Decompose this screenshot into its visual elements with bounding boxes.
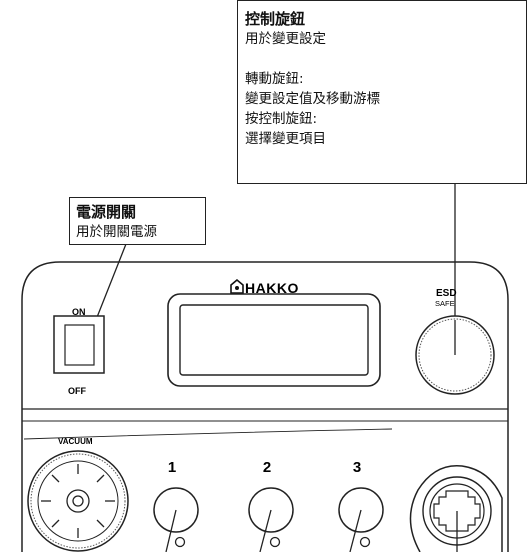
control-knob-callout-title: 控制旋鈕 [245, 10, 306, 28]
lower-panel-seam [23, 428, 393, 440]
vacuum-label: VACUUM [58, 437, 93, 446]
control-knob-callout-line: 變更設定值及移動游標 [245, 91, 380, 107]
port-3-label: 3 [353, 459, 361, 476]
port-2-leader-line [259, 509, 272, 552]
switch-off-label: OFF [68, 386, 86, 396]
esd-safe-label: SAFE [435, 299, 455, 308]
control-knob-callout-line: 轉動旋鈕: [245, 71, 304, 87]
vacuum-dial[interactable]: VACUUM [27, 437, 129, 552]
port-3-leader-line [349, 509, 362, 552]
power-switch-rocker [64, 324, 95, 366]
control-knob-grip [418, 318, 492, 392]
power-switch-callout-line: 用於開關電源 [76, 224, 157, 240]
port-3-button[interactable] [338, 487, 384, 552]
vacuum-dial-grip [30, 453, 126, 549]
port-2-button[interactable] [248, 487, 294, 552]
control-knob[interactable] [415, 315, 495, 395]
hakko-logo-mark-icon [230, 278, 244, 294]
station-body-outline [21, 261, 509, 552]
hakko-logo-dot-icon [235, 286, 239, 290]
switch-on-label: ON [72, 307, 86, 317]
vacuum-dial-inner [37, 460, 119, 542]
control-knob-callout-spacer [245, 49, 526, 69]
port-2-indicator [269, 536, 281, 548]
connector-receptacle[interactable] [409, 464, 503, 552]
control-knob-callout-line: 選擇變更項目 [245, 131, 326, 147]
port-1-button[interactable] [153, 487, 199, 552]
port-1-label: 1 [168, 459, 176, 476]
display-screen [179, 304, 369, 376]
power-switch-callout-title: 電源開關 [76, 203, 137, 221]
vacuum-dial-hub-inner [72, 495, 84, 507]
port-2-label: 2 [263, 459, 271, 476]
control-knob-callout-line: 用於變更設定 [245, 31, 326, 47]
esd-label: ESD [436, 288, 457, 299]
hakko-brand-text: HAKKO [245, 280, 299, 296]
power-switch-callout: 電源開關 用於開關電源 [69, 197, 206, 245]
power-switch[interactable]: ON OFF [53, 307, 105, 396]
port-1-leader-line [165, 509, 177, 552]
control-knob-callout: 控制旋鈕 用於變更設定 轉動旋鈕: 變更設定值及移動游標 按控制旋鈕: 選擇變更… [237, 0, 527, 184]
hakko-logo: HAKKO [230, 278, 299, 296]
port-3-indicator [359, 536, 371, 548]
port-1-indicator [174, 536, 186, 548]
vacuum-dial-ticks [41, 464, 115, 538]
control-knob-callout-line: 按控制旋鈕: [245, 111, 318, 127]
